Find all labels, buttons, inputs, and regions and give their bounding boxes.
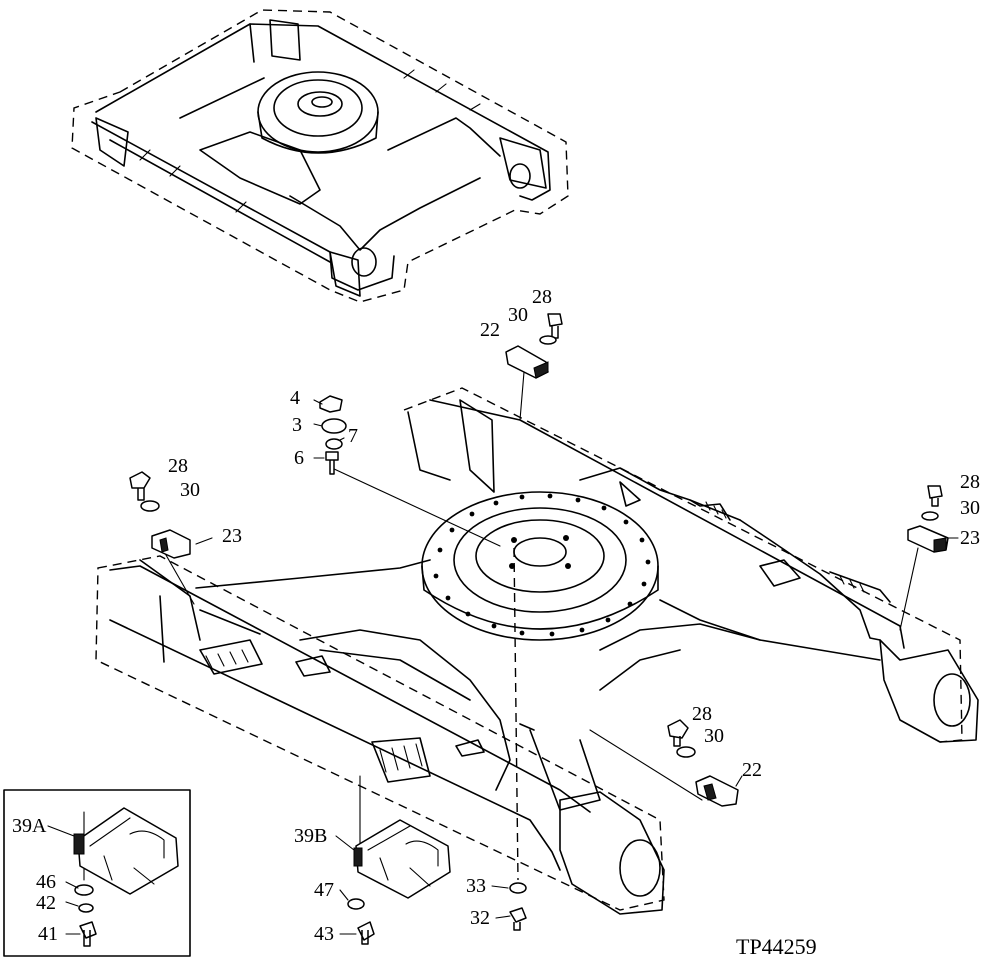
washer-42 <box>78 903 94 913</box>
bearing-bolt-holes <box>433 493 651 637</box>
inset-box <box>3 789 191 957</box>
washer-33 <box>509 882 527 894</box>
callout-30-lower: 30 <box>704 725 724 747</box>
bolt-28-left <box>129 471 151 501</box>
callout-43: 43 <box>314 923 334 945</box>
callout-28-left: 28 <box>168 455 188 477</box>
callout-39a: 39A <box>12 815 47 837</box>
washer-47 <box>347 898 365 910</box>
washer-7 <box>325 438 343 450</box>
callout-28-right: 28 <box>960 471 980 493</box>
callout-47: 47 <box>314 879 334 901</box>
callout-30-left: 30 <box>180 479 200 501</box>
hardware <box>129 313 949 945</box>
leader-lines <box>83 371 919 881</box>
figure-id: TP44259 <box>736 934 817 959</box>
bolt-41 <box>79 921 97 947</box>
callout-6: 6 <box>294 447 304 469</box>
bolt-28-lower <box>667 719 689 747</box>
washer-30-top <box>539 335 557 345</box>
callout-28-lower: 28 <box>692 703 712 725</box>
washer-30-lower <box>676 746 696 758</box>
callout-3: 3 <box>292 414 302 436</box>
washer-3 <box>321 418 347 434</box>
callout-23-right: 23 <box>960 527 980 549</box>
undercarriage-overview <box>71 9 569 303</box>
guard-39b <box>355 819 451 899</box>
callout-7: 7 <box>348 425 358 447</box>
nut-4 <box>319 395 343 413</box>
callout-33: 33 <box>466 875 486 897</box>
callout-ticks <box>47 399 959 935</box>
washer-46 <box>74 884 94 896</box>
guide-23-left <box>151 529 191 559</box>
washer-30-right <box>921 511 939 521</box>
callout-32: 32 <box>470 907 490 929</box>
callout-22-lower: 22 <box>742 759 762 781</box>
track-frame-main <box>95 387 979 915</box>
bolt-28-top <box>547 313 563 339</box>
callout-39b: 39B <box>294 825 328 847</box>
callout-22-top: 22 <box>480 319 500 341</box>
callout-30-top: 30 <box>508 304 528 326</box>
callout-41: 41 <box>38 923 58 945</box>
callout-46: 46 <box>36 871 56 893</box>
bolt-43 <box>357 921 375 945</box>
bolt-32 <box>509 907 527 931</box>
callout-23-left: 23 <box>222 525 242 547</box>
washer-30-left <box>140 500 160 512</box>
callout-28-top: 28 <box>532 286 552 308</box>
bolt-28-right <box>927 485 943 507</box>
callout-4: 4 <box>290 387 300 409</box>
guide-22-lower <box>695 775 739 807</box>
callout-30-right: 30 <box>960 497 980 519</box>
callout-42: 42 <box>36 892 56 914</box>
bolt-6 <box>325 451 339 475</box>
guard-39a <box>77 807 179 895</box>
